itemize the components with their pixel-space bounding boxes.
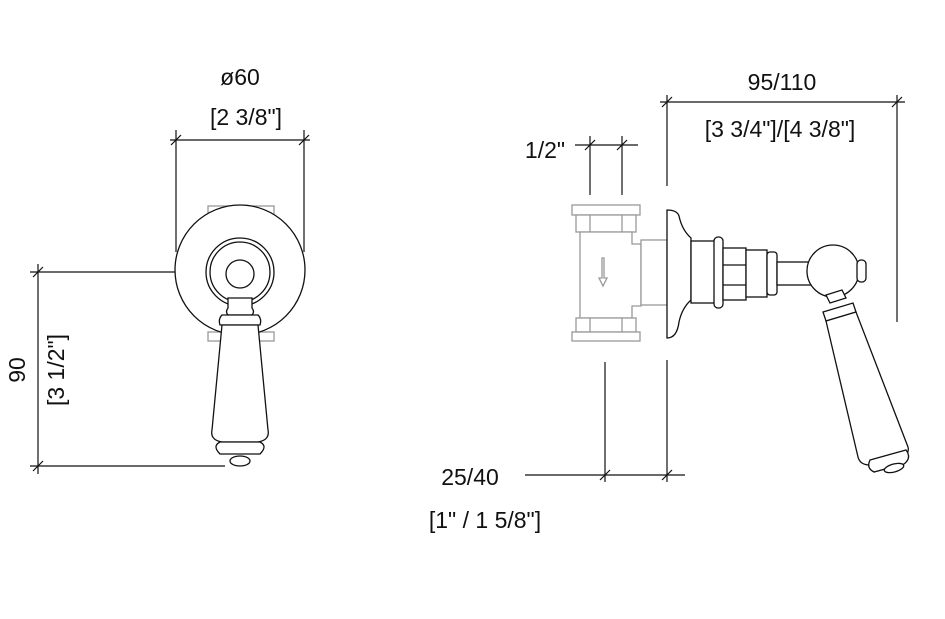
side-view: 95/110 [3 3/4"]/[4 3/8"] 1/2" 25/40 [1" … [429,69,910,533]
height-in-label: [3 1/2"] [43,334,69,406]
front-view: ø60 [2 3/8"] 90 [3 1/2"] [4,64,310,474]
thread-size-label: 1/2" [525,137,565,163]
depth-mm-label: 95/110 [748,69,817,95]
flow-arrow-icon [597,257,609,288]
front-valve-drawing [174,204,306,467]
diameter-mm-label: ø60 [220,64,260,90]
wall-depth-in-label: [1" / 1 5/8"] [429,507,541,533]
height-mm-label: 90 [4,357,30,383]
wall-depth-dimension-line [525,360,685,482]
wall-depth-mm-label: 25/40 [441,464,499,490]
diameter-dimension-line [170,130,310,252]
diameter-in-label: [2 3/8"] [210,104,282,130]
thread-dimension-line [575,136,638,195]
side-valve-drawing [666,209,910,474]
depth-in-label: [3 3/4"]/[4 3/8"] [705,116,856,142]
in-wall-fitting [571,204,668,342]
depth-dimension-line [660,95,905,322]
